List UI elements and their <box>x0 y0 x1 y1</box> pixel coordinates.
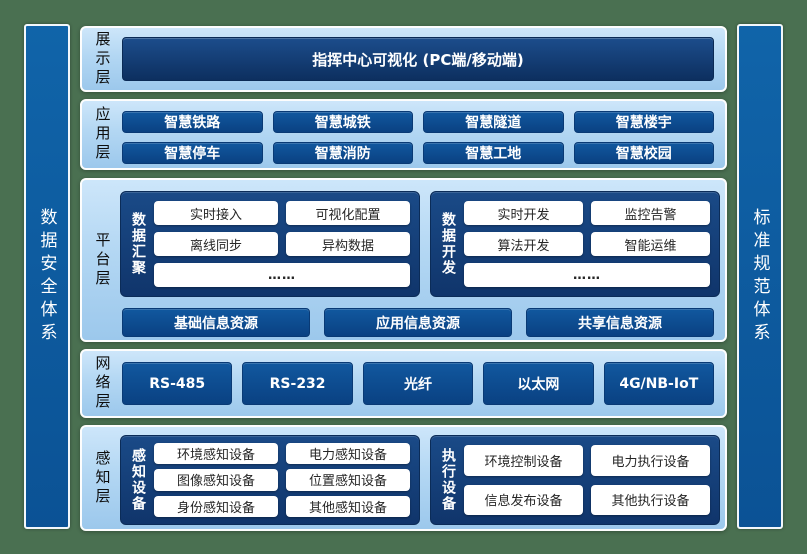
layer-panel-application: 应用层 智慧铁路 智慧城铁 智慧隧道 智慧楼宇 智慧停车 智慧消防 智慧工地 智… <box>80 99 727 170</box>
data-security-pillar-label: 数据安全体系 <box>36 207 57 346</box>
device-env-control: 环境控制设备 <box>464 445 583 476</box>
information-resources-row: 基础信息资源 应用信息资源 共享信息资源 <box>122 308 714 337</box>
actuator-devices-group: 执行设备 环境控制设备 电力执行设备 信息发布设备 其他执行设备 <box>430 435 720 525</box>
app-box-smart-firefighting: 智慧消防 <box>272 142 413 164</box>
data-aggregation-grid: 实时接入 可视化配置 离线同步 异构数据 …… <box>154 201 410 287</box>
command-center-visualization-bar: 指挥中心可视化 (PC端/移动端) <box>122 37 714 81</box>
resource-basic-info: 基础信息资源 <box>122 308 310 337</box>
app-box-smart-worksite: 智慧工地 <box>423 142 564 164</box>
layer-label-platform: 平台层 <box>93 231 112 289</box>
data-development-group: 数据开发 实时开发 监控告警 算法开发 智能运维 …… <box>430 191 720 297</box>
network-box-rs485: RS-485 <box>122 362 233 405</box>
sensing-devices-grid: 环境感知设备 电力感知设备 图像感知设备 位置感知设备 身份感知设备 其他感知设… <box>154 443 410 517</box>
data-development-grid: 实时开发 监控告警 算法开发 智能运维 …… <box>464 201 710 287</box>
layer-panel-presentation: 展示层 指挥中心可视化 (PC端/移动端) <box>80 26 727 92</box>
device-power-actuator: 电力执行设备 <box>591 445 710 476</box>
device-location-sensing: 位置感知设备 <box>286 469 410 491</box>
sensing-devices-group-label: 感知设备 <box>130 448 146 512</box>
layer-panel-platform: 平台层 数据汇聚 实时接入 可视化配置 离线同步 异构数据 …… 数据开发 实时… <box>80 178 727 342</box>
app-box-smart-metro: 智慧城铁 <box>272 111 413 133</box>
device-other-actuator: 其他执行设备 <box>591 484 710 515</box>
actuator-devices-grid: 环境控制设备 电力执行设备 信息发布设备 其他执行设备 <box>464 445 710 515</box>
device-other-sensing: 其他感知设备 <box>286 495 410 517</box>
device-identity-sensing: 身份感知设备 <box>154 495 278 517</box>
item-visual-config: 可视化配置 <box>286 201 410 225</box>
item-monitoring-alert: 监控告警 <box>591 201 710 225</box>
item-realtime-dev: 实时开发 <box>464 201 583 225</box>
app-box-smart-campus: 智慧校园 <box>573 142 714 164</box>
item-intelligent-ops: 智能运维 <box>591 232 710 256</box>
data-aggregation-group-label: 数据汇聚 <box>130 212 146 276</box>
network-box-4g-nbiot: 4G/NB-IoT <box>603 362 714 405</box>
application-grid: 智慧铁路 智慧城铁 智慧隧道 智慧楼宇 智慧停车 智慧消防 智慧工地 智慧校园 <box>122 111 714 164</box>
sensing-devices-group: 感知设备 环境感知设备 电力感知设备 图像感知设备 位置感知设备 身份感知设备 … <box>120 435 420 525</box>
layer-label-network: 网络层 <box>93 355 112 412</box>
resource-shared-info: 共享信息资源 <box>526 308 714 337</box>
data-aggregation-group: 数据汇聚 实时接入 可视化配置 离线同步 异构数据 …… <box>120 191 420 297</box>
standards-pillar: 标准规范体系 <box>737 24 783 529</box>
app-box-smart-tunnel: 智慧隧道 <box>423 111 564 133</box>
item-offline-sync: 离线同步 <box>154 232 278 256</box>
app-box-smart-parking: 智慧停车 <box>122 142 263 164</box>
resource-application-info: 应用信息资源 <box>324 308 512 337</box>
app-box-smart-building: 智慧楼宇 <box>573 111 714 133</box>
data-development-group-label: 数据开发 <box>440 212 456 276</box>
network-box-ethernet: 以太网 <box>483 362 594 405</box>
item-realtime-access: 实时接入 <box>154 201 278 225</box>
device-env-sensing: 环境感知设备 <box>154 443 278 465</box>
data-security-pillar: 数据安全体系 <box>24 24 70 529</box>
item-development-more: …… <box>464 263 710 287</box>
device-power-sensing: 电力感知设备 <box>286 443 410 465</box>
layer-panel-perception: 感知层 感知设备 环境感知设备 电力感知设备 图像感知设备 位置感知设备 身份感… <box>80 425 727 531</box>
network-grid: RS-485 RS-232 光纤 以太网 4G/NB-IoT <box>122 362 714 405</box>
standards-pillar-label: 标准规范体系 <box>749 207 770 346</box>
item-aggregation-more: …… <box>154 263 410 287</box>
layer-label-application: 应用层 <box>93 106 112 163</box>
item-heterogeneous-data: 异构数据 <box>286 232 410 256</box>
item-algorithm-dev: 算法开发 <box>464 232 583 256</box>
actuator-devices-group-label: 执行设备 <box>440 448 456 512</box>
app-box-smart-railway: 智慧铁路 <box>122 111 263 133</box>
device-info-publishing: 信息发布设备 <box>464 484 583 515</box>
device-image-sensing: 图像感知设备 <box>154 469 278 491</box>
network-box-rs232: RS-232 <box>242 362 353 405</box>
layer-label-perception: 感知层 <box>93 449 112 507</box>
layer-panel-network: 网络层 RS-485 RS-232 光纤 以太网 4G/NB-IoT <box>80 349 727 418</box>
layer-label-presentation: 展示层 <box>93 30 112 88</box>
network-box-fiber: 光纤 <box>362 362 474 405</box>
